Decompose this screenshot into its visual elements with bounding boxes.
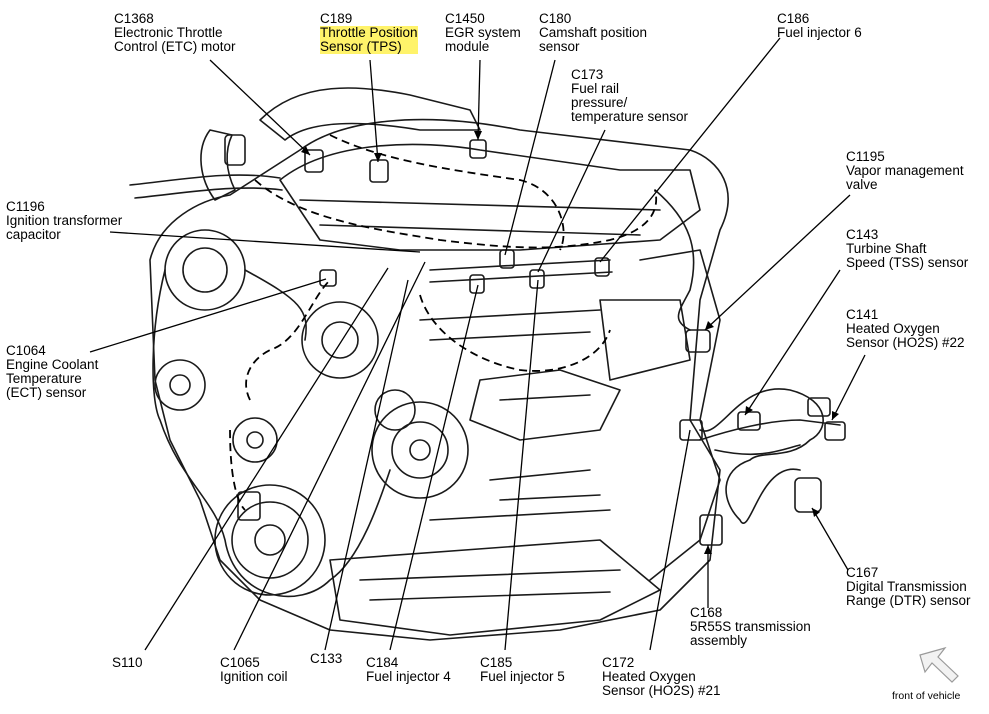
label-c143: C143 Turbine Shaft Speed (TSS) sensor <box>846 227 969 270</box>
orientation-note: front of vehicle <box>892 690 961 702</box>
leader-c1196 <box>109 231 421 253</box>
vapor-hose <box>654 189 695 331</box>
label-c1450: C1450 EGR system module <box>445 11 521 54</box>
leader-c189 <box>369 59 379 163</box>
pulley-1 <box>301 301 379 379</box>
leader-c1065 <box>233 261 426 651</box>
engine-harness-dashed <box>254 179 657 249</box>
leader-c173 <box>537 129 606 273</box>
label-c1065: C1065 Ignition coil <box>220 655 288 684</box>
label-c1195: C1195 Vapor management valve <box>846 149 964 192</box>
label-c184: C184 Fuel injector 4 <box>366 655 451 684</box>
arrow-up-left-icon <box>919 646 959 683</box>
leader-c185 <box>504 279 539 651</box>
ac-compressor <box>371 401 469 499</box>
highlight-mark: Throttle Position <box>320 25 418 40</box>
leader-c133 <box>324 279 409 651</box>
intake-manifold <box>279 143 701 251</box>
label-c141: C141 Heated Oxygen Sensor (HO2S) #22 <box>846 307 965 350</box>
label-c180: C180 Camshaft position sensor <box>539 11 648 54</box>
label-s110: S110 <box>112 655 143 670</box>
leader-c1064 <box>89 278 327 353</box>
fuel-rail <box>429 259 611 271</box>
alternator <box>164 229 246 311</box>
leader-c1195 <box>704 194 851 331</box>
leader-s110 <box>144 267 389 651</box>
label-c168: C168 5R55S transmission assembly <box>690 605 811 648</box>
label-c185: C185 Fuel injector 5 <box>480 655 565 684</box>
label-c167: C167 Digital Transmission Range (DTR) se… <box>846 565 971 608</box>
leader-c167 <box>811 507 849 571</box>
intake-tube <box>259 87 481 141</box>
leader-c186 <box>599 37 781 263</box>
drive-belt <box>152 269 391 598</box>
label-c173: C173 Fuel rail pressure/ temperature sen… <box>571 67 689 124</box>
label-c186: C186 Fuel injector 6 <box>777 11 862 40</box>
leader-c143 <box>744 269 841 416</box>
pulley-3 <box>232 417 278 463</box>
label-c189: C189 Throttle Position Sensor (TPS) <box>320 11 418 54</box>
leader-c180 <box>504 59 556 256</box>
exhaust-manifold <box>469 369 621 441</box>
pulley-2 <box>154 359 206 411</box>
leader-c172 <box>649 429 691 651</box>
leader-c1450 <box>477 59 481 141</box>
label-c1196: C1196 Ignition transformer capacitor <box>6 199 123 242</box>
label-c133: C133 <box>310 651 343 666</box>
label-c1368: C1368 Electronic Throttle Control (ETC) … <box>114 11 236 54</box>
leader-c141 <box>831 354 866 421</box>
engine-block-outline <box>149 118 729 641</box>
transmission-harness <box>699 388 824 524</box>
leader-c184 <box>389 284 479 651</box>
label-c1064: C1064 Engine Coolant Temperature (ECT) s… <box>6 343 99 400</box>
label-c172: C172 Heated Oxygen Sensor (HO2S) #21 <box>602 655 721 698</box>
leader-c1368 <box>209 59 311 156</box>
oil-pan <box>329 539 661 636</box>
